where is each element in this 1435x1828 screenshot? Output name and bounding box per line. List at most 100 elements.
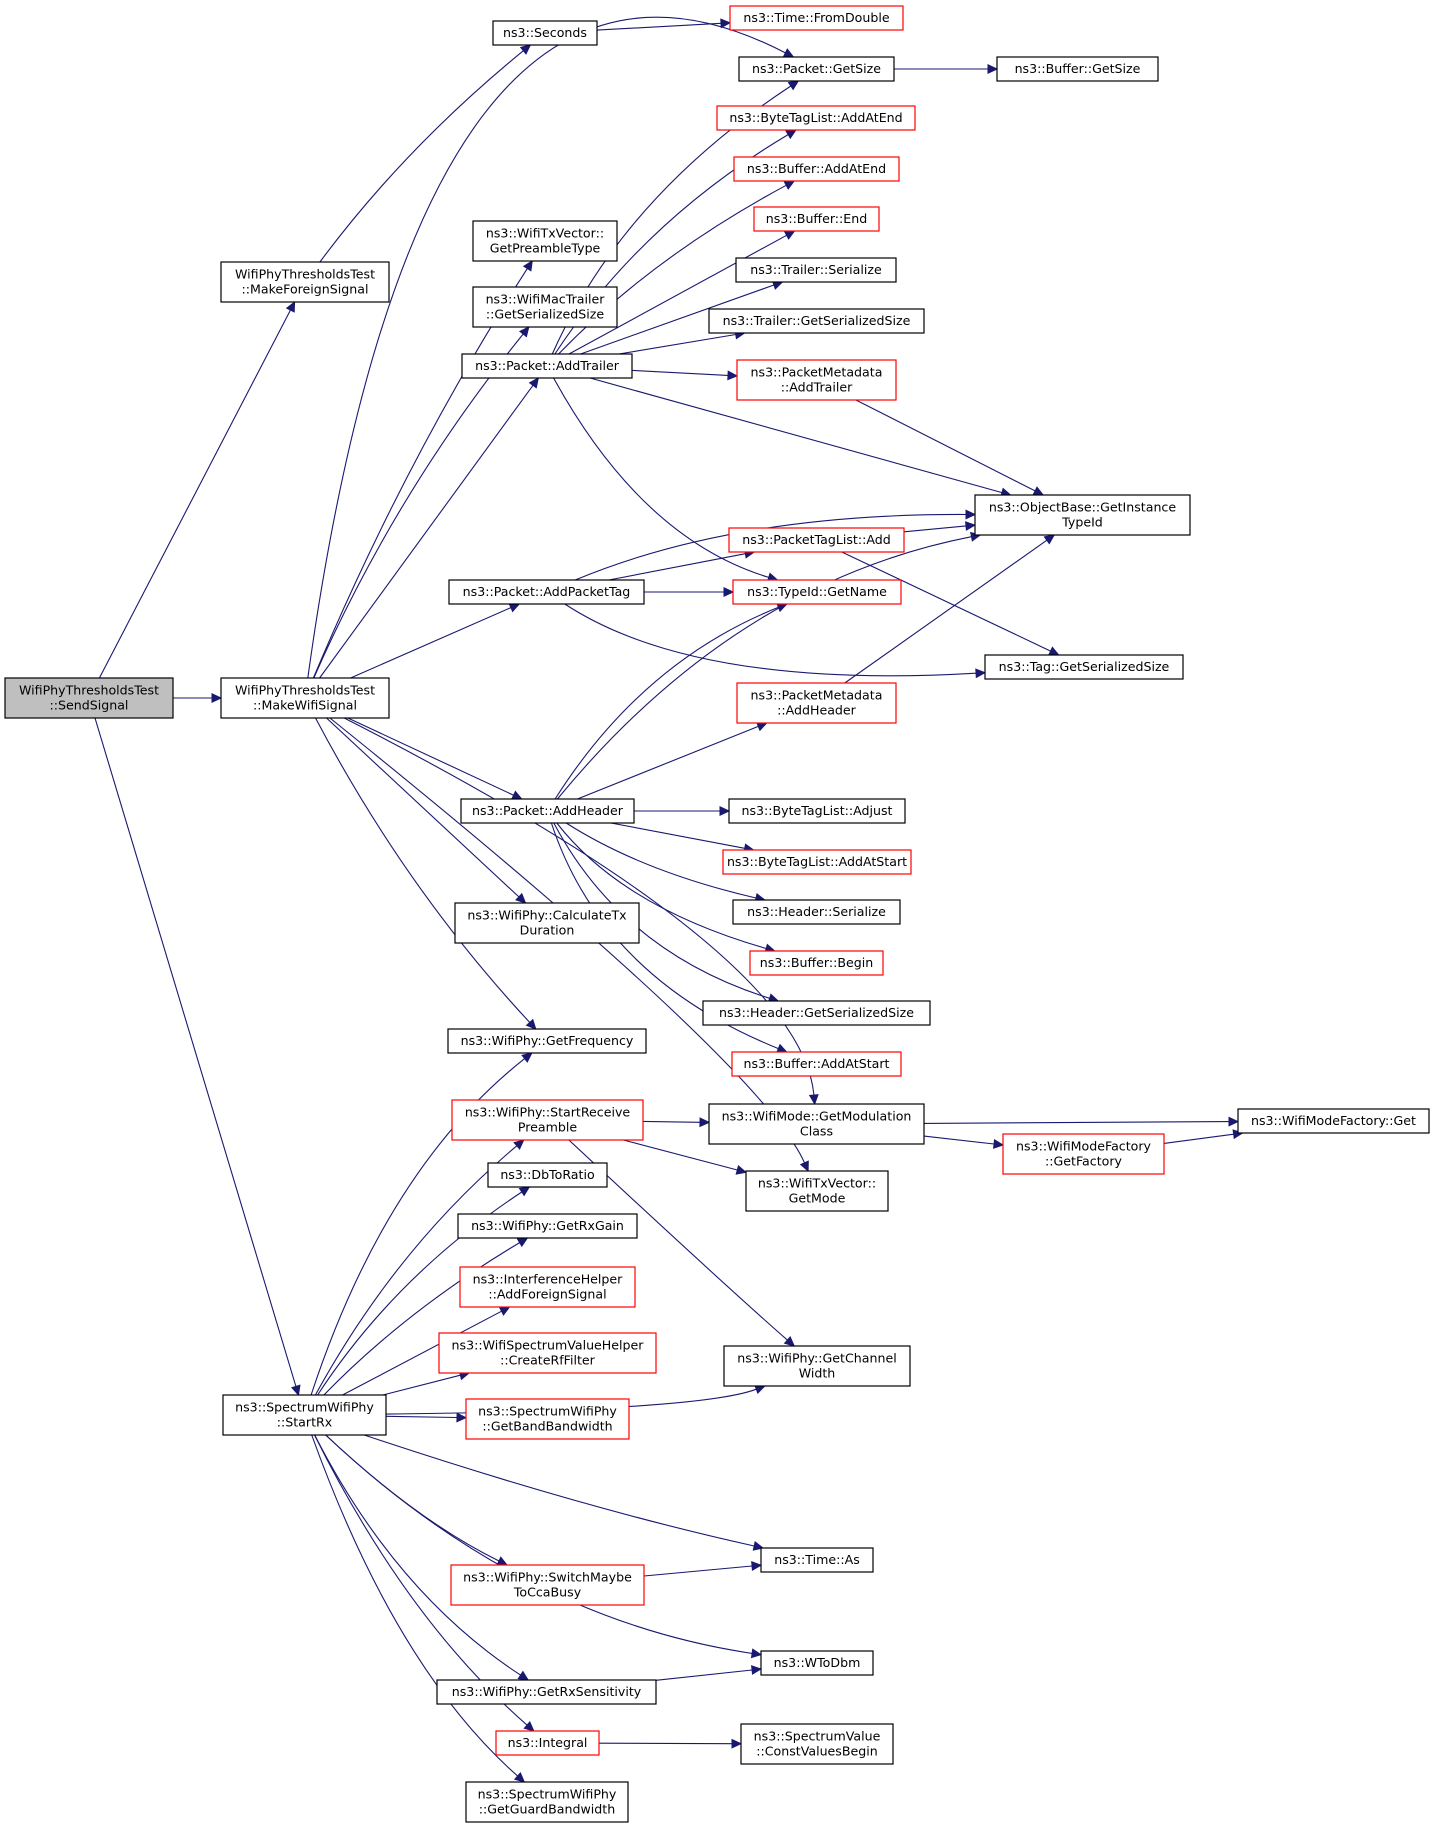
- node-bufgetsize[interactable]: ns3::Buffer::GetSize: [996, 56, 1159, 82]
- node-preambletype[interactable]: ns3::WifiTxVector::GetPreambleType: [472, 220, 618, 262]
- node-box[interactable]: [465, 1781, 629, 1823]
- node-box[interactable]: [708, 308, 925, 334]
- node-box[interactable]: [472, 220, 618, 262]
- node-box[interactable]: [438, 1332, 657, 1374]
- node-getrxgain[interactable]: ns3::WifiPhy::GetRxGain: [457, 1213, 638, 1239]
- node-bufbegin[interactable]: ns3::Buffer::Begin: [749, 950, 884, 976]
- node-box[interactable]: [222, 1394, 387, 1436]
- node-box[interactable]: [448, 579, 645, 605]
- node-box[interactable]: [4, 677, 174, 719]
- node-btladdatend[interactable]: ns3::ByteTagList::AddAtEnd: [716, 105, 916, 131]
- node-box[interactable]: [465, 1398, 630, 1440]
- node-box[interactable]: [728, 527, 905, 553]
- node-box[interactable]: [702, 1000, 931, 1026]
- node-mactrailergss[interactable]: ns3::WifiMacTrailer::GetSerializedSize: [472, 286, 618, 328]
- node-getguardbw[interactable]: ns3::SpectrumWifiPhy::GetGuardBandwidth: [465, 1781, 629, 1823]
- node-pktgetsize[interactable]: ns3::Packet::GetSize: [738, 56, 895, 82]
- node-bufend[interactable]: ns3::Buffer::End: [753, 206, 880, 232]
- node-box[interactable]: [753, 206, 880, 232]
- node-typeidgetname[interactable]: ns3::TypeId::GetName: [732, 579, 902, 605]
- node-timeas[interactable]: ns3::Time::As: [760, 1547, 874, 1573]
- node-box[interactable]: [708, 1103, 925, 1145]
- node-getfrequency[interactable]: ns3::WifiPhy::GetFrequency: [447, 1028, 647, 1054]
- node-box[interactable]: [984, 654, 1184, 680]
- node-box[interactable]: [447, 1028, 647, 1054]
- node-getfactory[interactable]: ns3::WifiModeFactory::GetFactory: [1002, 1133, 1165, 1175]
- node-startrx[interactable]: ns3::SpectrumWifiPhy::StartRx: [222, 1394, 387, 1436]
- node-box[interactable]: [728, 798, 906, 824]
- node-box[interactable]: [487, 1162, 608, 1188]
- node-headergss[interactable]: ns3::Header::GetSerializedSize: [702, 1000, 931, 1026]
- node-headerser[interactable]: ns3::Header::Serialize: [732, 899, 901, 925]
- node-box[interactable]: [733, 156, 900, 182]
- node-btladdatstart[interactable]: ns3::ByteTagList::AddAtStart: [722, 849, 912, 875]
- node-getbandbw[interactable]: ns3::SpectrumWifiPhy::GetBandBandwidth: [465, 1398, 630, 1440]
- node-dbtoratio[interactable]: ns3::DbToRatio: [487, 1162, 608, 1188]
- node-box[interactable]: [436, 1679, 657, 1705]
- node-box[interactable]: [738, 56, 895, 82]
- node-box[interactable]: [459, 1266, 636, 1308]
- node-pmaddtrailer[interactable]: ns3::PacketMetadata::AddTrailer: [736, 359, 897, 401]
- node-box[interactable]: [749, 950, 884, 976]
- node-box[interactable]: [745, 1170, 889, 1212]
- node-trailerser[interactable]: ns3::Trailer::Serialize: [735, 257, 897, 283]
- node-box[interactable]: [492, 20, 598, 46]
- node-box[interactable]: [731, 1051, 902, 1077]
- node-box[interactable]: [736, 359, 897, 401]
- node-box[interactable]: [735, 257, 897, 283]
- node-box[interactable]: [450, 1564, 645, 1606]
- node-box[interactable]: [729, 5, 904, 31]
- node-box[interactable]: [732, 899, 901, 925]
- node-box[interactable]: [996, 56, 1159, 82]
- node-addpackettag[interactable]: ns3::Packet::AddPacketTag: [448, 579, 645, 605]
- node-taggss[interactable]: ns3::Tag::GetSerializedSize: [984, 654, 1184, 680]
- node-box[interactable]: [740, 1723, 894, 1765]
- node-box[interactable]: [220, 261, 390, 303]
- node-wtodbm[interactable]: ns3::WToDbm: [760, 1650, 874, 1676]
- node-box[interactable]: [460, 798, 635, 824]
- node-makewifi[interactable]: WifiPhyThresholdsTest::MakeWifiSignal: [220, 677, 390, 719]
- node-addforeign[interactable]: ns3::InterferenceHelper::AddForeignSigna…: [459, 1266, 636, 1308]
- node-bufaddatend[interactable]: ns3::Buffer::AddAtEnd: [733, 156, 900, 182]
- node-box[interactable]: [220, 677, 390, 719]
- node-integral[interactable]: ns3::Integral: [495, 1730, 600, 1756]
- node-box[interactable]: [495, 1730, 600, 1756]
- node-getrxsens[interactable]: ns3::WifiPhy::GetRxSensitivity: [436, 1679, 657, 1705]
- node-seconds[interactable]: ns3::Seconds: [492, 20, 598, 46]
- node-box[interactable]: [461, 353, 633, 379]
- node-getmode[interactable]: ns3::WifiTxVector::GetMode: [745, 1170, 889, 1212]
- node-sendsignal[interactable]: WifiPhyThresholdsTest::SendSignal: [4, 677, 174, 719]
- node-fromdouble[interactable]: ns3::Time::FromDouble: [729, 5, 904, 31]
- node-constvalues[interactable]: ns3::SpectrumValue::ConstValuesBegin: [740, 1723, 894, 1765]
- node-addtrailer[interactable]: ns3::Packet::AddTrailer: [461, 353, 633, 379]
- node-box[interactable]: [732, 579, 902, 605]
- node-wmfget[interactable]: ns3::WifiModeFactory::Get: [1237, 1108, 1430, 1134]
- node-box[interactable]: [736, 682, 897, 724]
- node-box[interactable]: [760, 1547, 874, 1573]
- node-box[interactable]: [472, 286, 618, 328]
- node-box[interactable]: [974, 494, 1191, 536]
- node-bufaddatstart[interactable]: ns3::Buffer::AddAtStart: [731, 1051, 902, 1077]
- node-btladjust[interactable]: ns3::ByteTagList::Adjust: [728, 798, 906, 824]
- node-box[interactable]: [1237, 1108, 1430, 1134]
- node-pmaddheader[interactable]: ns3::PacketMetadata::AddHeader: [736, 682, 897, 724]
- node-box[interactable]: [716, 105, 916, 131]
- node-makeforeign[interactable]: WifiPhyThresholdsTest::MakeForeignSignal: [220, 261, 390, 303]
- node-addheader[interactable]: ns3::Packet::AddHeader: [460, 798, 635, 824]
- node-box[interactable]: [760, 1650, 874, 1676]
- node-box[interactable]: [454, 902, 640, 944]
- node-box[interactable]: [457, 1213, 638, 1239]
- node-box[interactable]: [723, 1345, 911, 1387]
- node-ptladd[interactable]: ns3::PacketTagList::Add: [728, 527, 905, 553]
- node-trailergss[interactable]: ns3::Trailer::GetSerializedSize: [708, 308, 925, 334]
- node-box[interactable]: [722, 849, 912, 875]
- node-createrf[interactable]: ns3::WifiSpectrumValueHelper::CreateRfFi…: [438, 1332, 657, 1374]
- node-box[interactable]: [1002, 1133, 1165, 1175]
- node-box[interactable]: [451, 1099, 644, 1141]
